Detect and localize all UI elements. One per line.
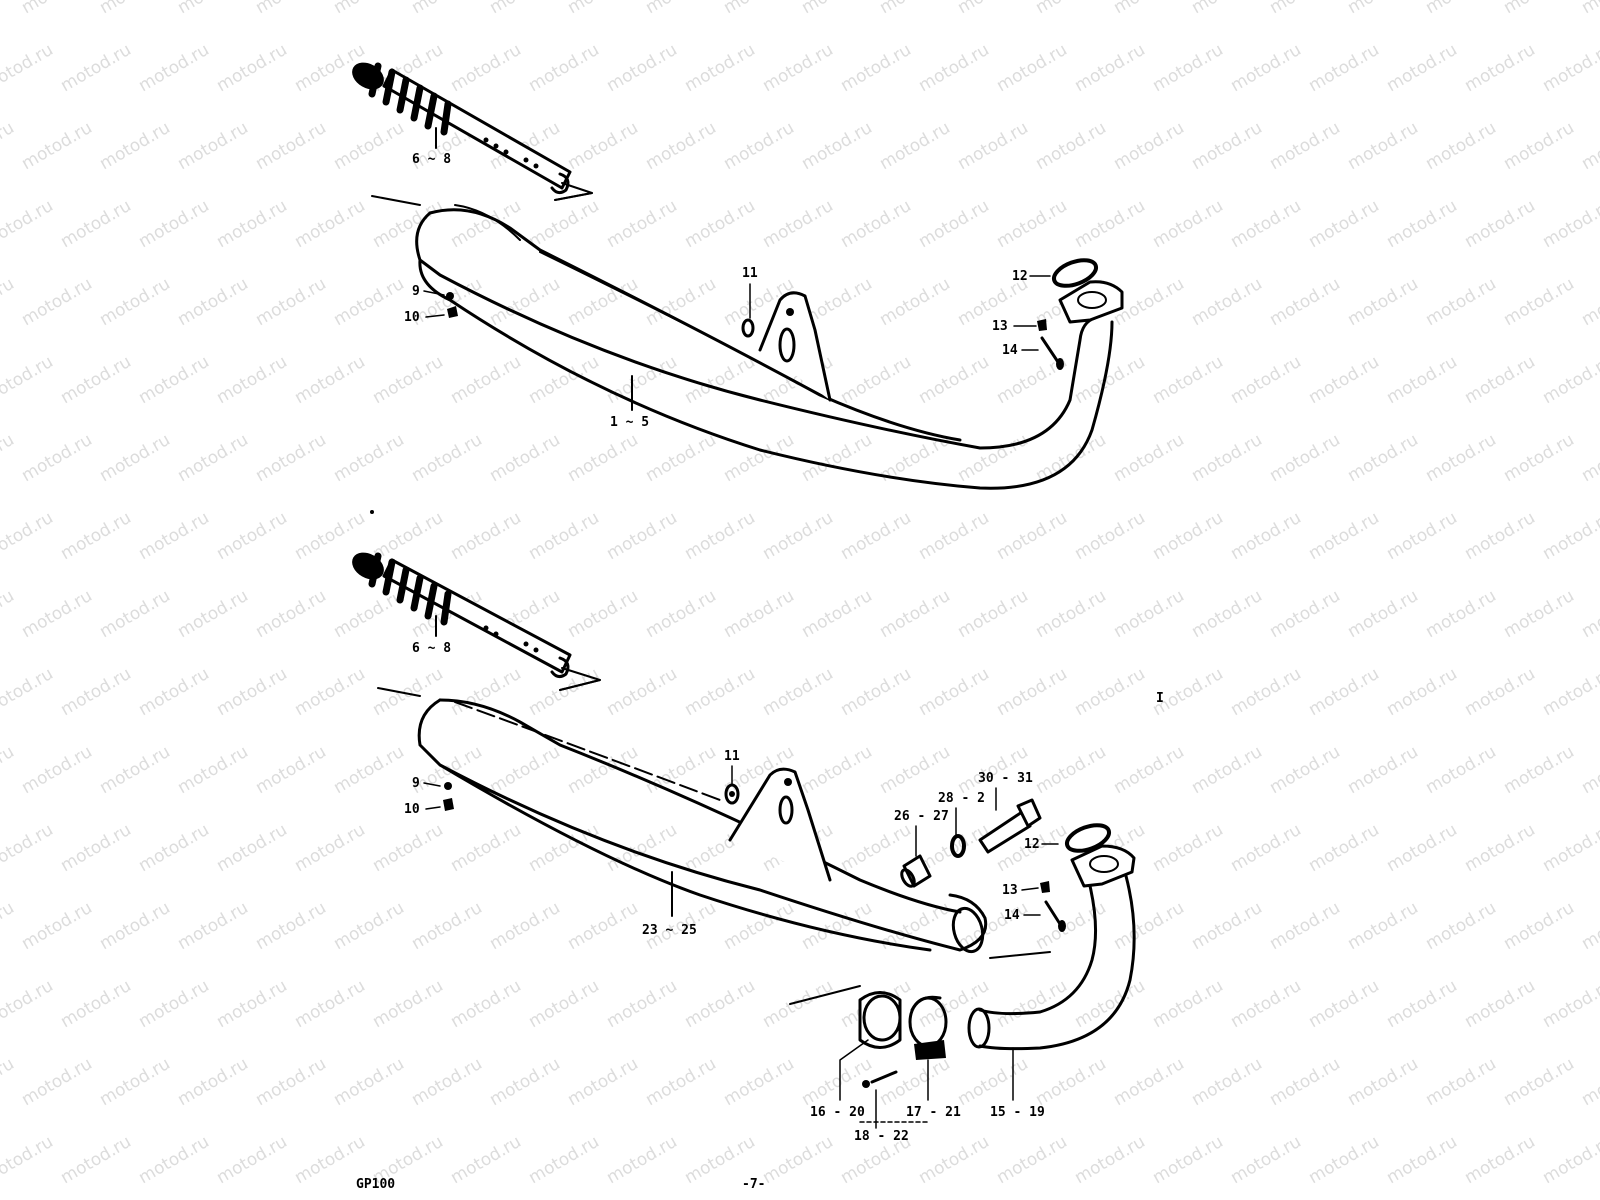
lower-seal-callout: 16 - 20 — [810, 1105, 865, 1120]
lower-muffler-callout: 23 ~ 25 — [642, 923, 697, 938]
lower-bracket-washer-callout: 11 — [724, 749, 740, 764]
upper-stud-nut-callout: 13 — [992, 319, 1008, 334]
upper-nut-callout: 10 — [404, 310, 420, 325]
upper-gasket-callout: 12 — [1012, 269, 1028, 284]
stray-mark: I — [1156, 691, 1164, 706]
lower-collar-callout: 26 - 27 — [894, 809, 949, 824]
lower-exhaust-pipe-callout: 15 - 19 — [990, 1105, 1045, 1120]
lower-silencer-insert — [352, 552, 601, 691]
model-code: GP100 — [356, 1177, 395, 1192]
upper-stud-callout: 14 — [1002, 343, 1018, 358]
upper-assembly: 6 ~ 8 1 ~ 5 9 — [352, 62, 1124, 490]
lower-stud-callout: 14 — [1004, 908, 1020, 923]
lower-seal — [858, 991, 902, 1049]
lower-clamp-callout: 17 - 21 — [906, 1105, 961, 1120]
page-number: -7- — [742, 1177, 765, 1192]
lower-exhaust-pipe — [967, 844, 1136, 1051]
lower-muffler-body — [417, 698, 988, 954]
upper-silencer-insert — [352, 62, 593, 201]
lower-long-bolt-callout: 30 - 31 — [978, 771, 1033, 786]
lower-nut-callout: 10 — [404, 802, 420, 817]
upper-bracket-washer-callout: 11 — [742, 266, 758, 281]
lower-stud-nut-callout: 13 — [1002, 883, 1018, 898]
lower-bolt-callout: 9 — [412, 776, 420, 791]
lower-clamp — [908, 995, 948, 1060]
upper-muffler-body — [415, 204, 1124, 490]
upper-bolt-callout: 9 — [412, 284, 420, 299]
upper-silencer-callout: 6 ~ 8 — [412, 152, 451, 167]
lower-silencer-callout: 6 ~ 8 — [412, 641, 451, 656]
upper-muffler-callout: 1 ~ 5 — [610, 415, 649, 430]
lower-clamp-bolt-callout: 18 - 22 — [854, 1129, 909, 1144]
lower-gasket-callout: 12 — [1024, 837, 1040, 852]
lower-assembly: 6 ~ 8 23 ~ 25 9 10 — [352, 552, 1164, 1144]
lower-washer-callout: 28 - 2 — [938, 791, 985, 806]
